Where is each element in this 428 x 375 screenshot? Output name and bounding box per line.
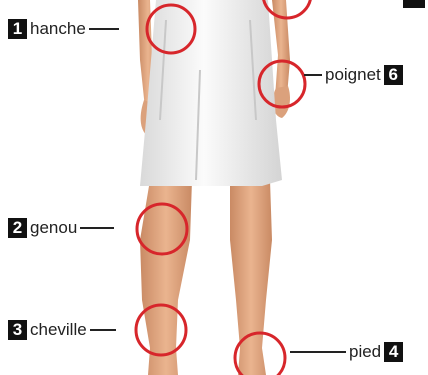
label-text: cheville: [27, 320, 90, 340]
label-text: hanche: [27, 19, 89, 39]
label-text: poignet: [322, 65, 384, 85]
label-number: 4: [384, 342, 403, 362]
label-number: 3: [8, 320, 27, 340]
label-genou: 2 genou: [8, 218, 114, 238]
label-text: pied: [346, 342, 384, 362]
label-cheville: 3 cheville: [8, 320, 116, 340]
label-pied: pied 4: [290, 342, 403, 362]
label-number: 6: [384, 65, 403, 85]
right-leg: [230, 180, 272, 375]
label-poignet: poignet 6: [304, 65, 403, 85]
label-text: genou: [27, 218, 80, 238]
label-number: 1: [8, 19, 27, 39]
leader-line: [89, 28, 119, 30]
leader-line: [290, 351, 346, 353]
label-number: 2: [8, 218, 27, 238]
label-hanche: 1 hanche: [8, 19, 119, 39]
leader-line: [304, 74, 322, 76]
leader-line: [90, 329, 116, 331]
leader-line: [80, 227, 114, 229]
badge-cropped: [403, 0, 425, 8]
